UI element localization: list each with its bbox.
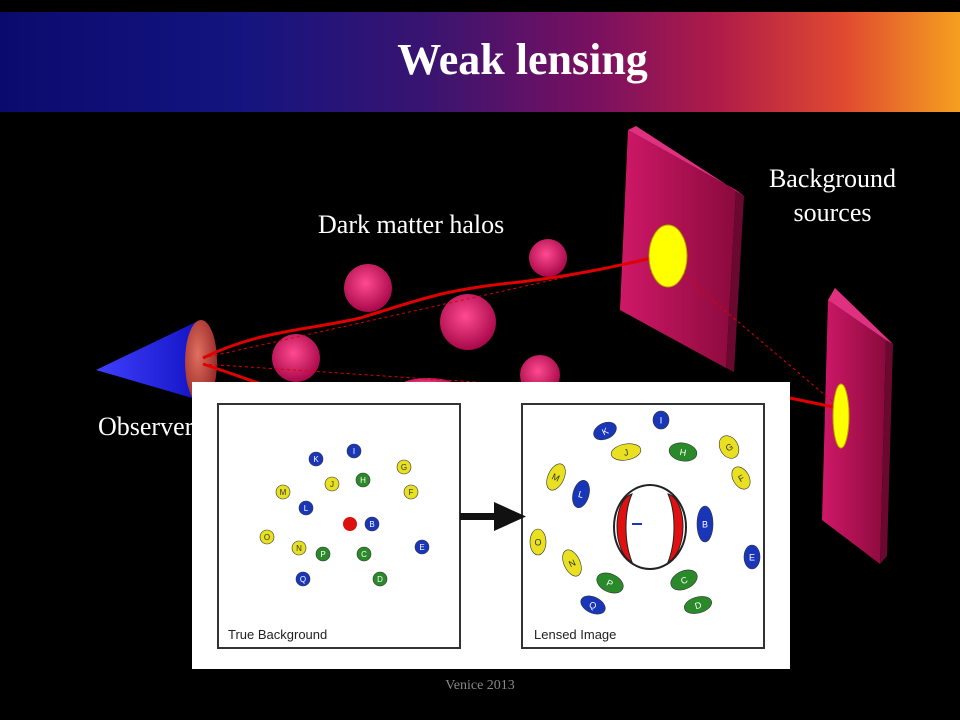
dot-letter: K xyxy=(313,455,319,464)
true-background-dot-o: O xyxy=(259,529,275,545)
dot-letter: E xyxy=(749,553,755,563)
background-sources-label: Background sources xyxy=(740,162,925,230)
true-background-dot-q: Q xyxy=(295,571,311,587)
true-background-dot-p: P xyxy=(315,546,331,562)
halo xyxy=(529,239,567,277)
background-label-line1: Background xyxy=(768,164,897,193)
dot-letter: D xyxy=(377,575,383,584)
dot-letter: N xyxy=(567,558,577,570)
observer-label: Observer xyxy=(98,412,194,441)
true-background-dot-i: I xyxy=(346,443,362,459)
dot-letter: B xyxy=(702,520,708,530)
background-source-far xyxy=(832,383,850,449)
true-background-dots: I K J H G F M L B O N P C E Q D xyxy=(259,443,430,587)
dot-letter: I xyxy=(660,416,663,426)
lens-center-dot xyxy=(343,517,357,531)
true-background-dot-e: E xyxy=(414,539,430,555)
background-source-near xyxy=(648,224,688,288)
lensed-dot-d: D xyxy=(684,596,712,614)
halo xyxy=(440,294,496,350)
lensed-dot-p: P xyxy=(596,572,624,594)
einstein-ring xyxy=(613,484,687,570)
lensing-inset-figure: I K J H G F M L B O N P C E Q D I K J H G F M L B O N P C E Q D True B… xyxy=(192,382,790,669)
slide-footer: Venice 2013 xyxy=(445,678,515,693)
dot-letter: O xyxy=(534,538,541,548)
true-background-dot-c: C xyxy=(356,546,372,562)
dark-matter-halos xyxy=(272,239,567,398)
lensed-dot-j: J xyxy=(610,443,642,461)
true-background-dot-n: N xyxy=(291,540,307,556)
dot-letter: M xyxy=(550,471,561,483)
lensed-dot-o: O xyxy=(529,528,547,556)
dot-letter: C xyxy=(679,574,690,586)
dot-letter: F xyxy=(736,472,746,484)
dot-letter: B xyxy=(369,520,374,529)
lensed-dot-k: K xyxy=(593,421,617,441)
dot-letter: J xyxy=(330,480,334,489)
dot-letter: F xyxy=(409,488,414,497)
dot-letter: K xyxy=(600,426,610,438)
lensed-dot-f: F xyxy=(731,466,751,490)
lensed-dot-g: G xyxy=(718,435,740,459)
dot-letter: Q xyxy=(587,599,598,611)
lensed-image-caption: Lensed Image xyxy=(534,627,617,642)
dot-letter: L xyxy=(304,504,309,513)
dot-letter: N xyxy=(296,544,302,553)
dot-letter: L xyxy=(577,489,584,500)
inset-svg: I K J H G F M L B O N P C E Q D I K J H G F M L B O N P C E Q D xyxy=(217,403,765,649)
dot-letter: O xyxy=(264,533,270,542)
lensed-image-dots: I K J H G F M L B O N P C E Q D xyxy=(529,410,761,615)
true-background-panel xyxy=(217,403,461,649)
lensed-dot-i: I xyxy=(652,410,670,430)
dot-letter: P xyxy=(320,550,325,559)
dot-letter: H xyxy=(679,447,687,458)
true-background-dot-l: L xyxy=(298,500,314,516)
true-background-dot-h: H xyxy=(355,472,371,488)
dot-letter: G xyxy=(724,441,735,453)
true-background-dot-d: D xyxy=(372,571,388,587)
dot-letter: C xyxy=(361,550,367,559)
dot-letter: J xyxy=(623,447,629,458)
true-background-dot-f: F xyxy=(403,484,419,500)
slide-title: Weak lensing xyxy=(397,35,648,84)
lensed-dot-q: Q xyxy=(580,595,606,615)
true-background-dot-j: J xyxy=(324,476,340,492)
background-label-line2: sources xyxy=(793,197,872,227)
true-background-dot-g: G xyxy=(396,459,412,475)
dot-letter: P xyxy=(605,578,615,590)
dot-letter: G xyxy=(401,463,407,472)
lensed-dot-l: L xyxy=(572,480,590,508)
lensed-dot-c: C xyxy=(670,569,698,591)
lensed-dot-m: M xyxy=(546,463,566,491)
dot-letter: I xyxy=(353,447,355,456)
halo xyxy=(272,334,320,382)
dot-letter: H xyxy=(360,476,366,485)
arrow-icon xyxy=(460,502,526,531)
lensed-dot-e: E xyxy=(743,544,761,570)
true-background-dot-b: B xyxy=(364,516,380,532)
true-background-caption: True Background xyxy=(228,627,328,642)
lensed-dot-n: N xyxy=(562,549,582,577)
dot-letter: M xyxy=(280,488,287,497)
dot-letter: E xyxy=(419,543,424,552)
dot-letter: D xyxy=(694,600,703,611)
true-background-dot-k: K xyxy=(308,451,324,467)
lensed-dot-b: B xyxy=(696,505,714,543)
light-paths xyxy=(202,254,839,410)
lensed-dot-h: H xyxy=(668,442,698,462)
background-plane-far xyxy=(822,288,893,564)
dot-letter: Q xyxy=(300,575,306,584)
true-background-dot-m: M xyxy=(275,484,291,500)
title-bar xyxy=(0,12,960,112)
halos-label: Dark matter halos xyxy=(318,210,505,239)
halo xyxy=(344,264,392,312)
